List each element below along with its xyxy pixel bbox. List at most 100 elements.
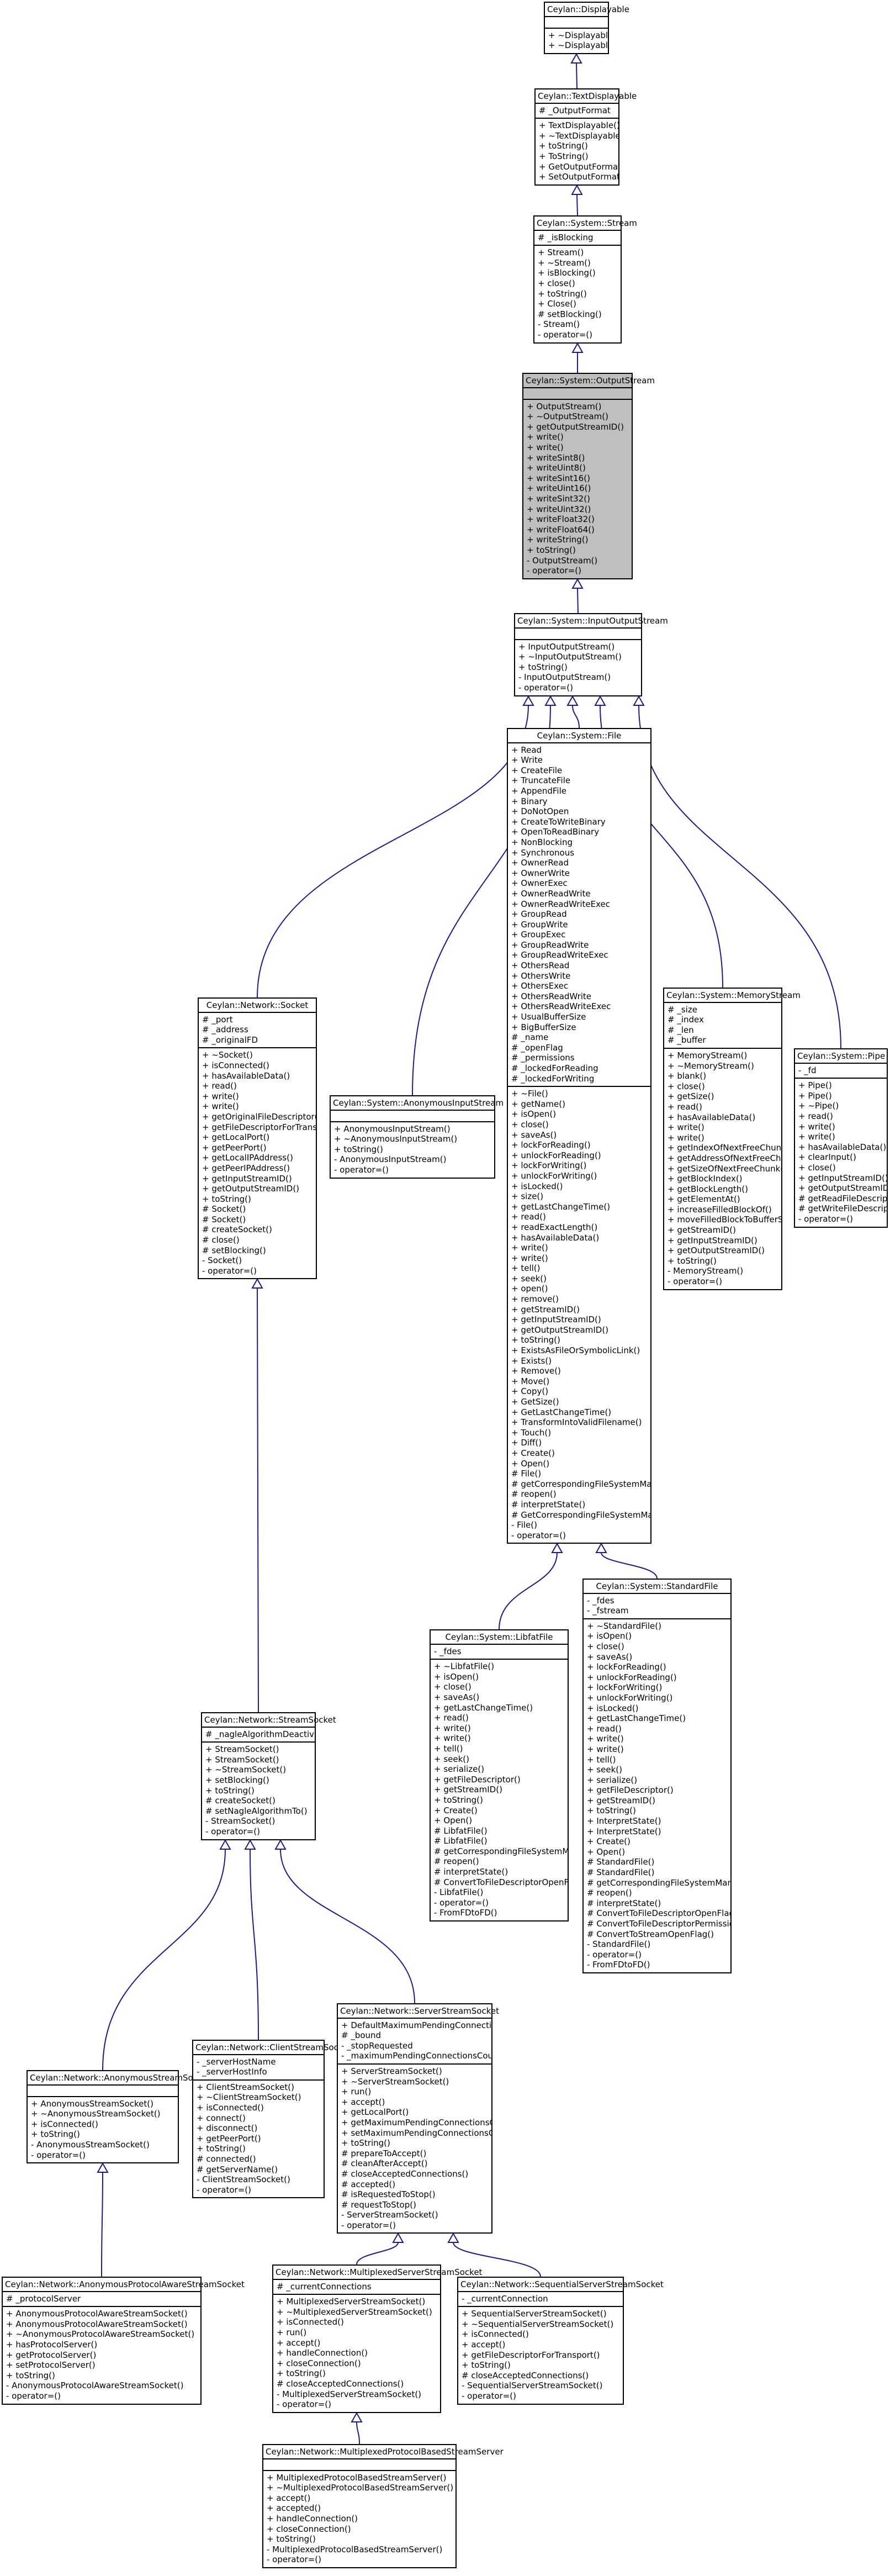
method-row: + isConnected() [202, 1060, 269, 1070]
class-box-stream-socket[interactable]: Ceylan::Network::StreamSocket# _nagleAlg… [201, 1712, 336, 1840]
method-row: + AnonymousInputStream() [334, 1123, 451, 1134]
class-box-stream[interactable]: Ceylan::System::Stream# _isBlocking+ Str… [533, 215, 637, 344]
methods-section: + ~StandardFile()+ isOpen()+ close()+ sa… [584, 1619, 730, 1972]
attributes-section: # _nagleAlgorithmDeactivated [202, 1728, 315, 1743]
method-row: + OutputStream() [527, 401, 602, 411]
method-row: + unlockForWriting() [587, 1692, 673, 1703]
method-row: + clearInput() [798, 1152, 856, 1163]
attribute-row: + CreateFile [511, 765, 563, 775]
attributes-section [523, 388, 632, 400]
method-row: + getLastChangeTime() [434, 1702, 533, 1713]
class-box-libfat-file[interactable]: Ceylan::System::LibfatFile- _fdes+ ~Libf… [430, 1629, 569, 1922]
method-row: + Touch() [511, 1427, 552, 1438]
methods-section: + AnonymousInputStream()+ ~AnonymousInpu… [331, 1122, 494, 1178]
method-row: - SequentialServerStreamSocket() [462, 2380, 603, 2391]
method-row: - operator=() [267, 2554, 321, 2565]
method-row: # closeAcceptedConnections() [341, 2168, 469, 2179]
method-row: # reopen() [587, 1888, 632, 1898]
class-box-text-displayable[interactable]: Ceylan::TextDisplayable# _OutputFormat+ … [534, 88, 637, 186]
method-row: + getStreamID() [668, 1225, 736, 1236]
method-row: + ServerStreamSocket() [341, 2066, 442, 2076]
method-row: + ~Displayable() [548, 30, 608, 40]
inheritance-arrowhead [97, 2162, 109, 2173]
class-box-output-stream[interactable]: Ceylan::System::OutputStream+ OutputStre… [522, 373, 655, 579]
class-box-memory-stream[interactable]: Ceylan::System::MemoryStream# _size# _in… [663, 988, 801, 1290]
method-row: + ~AnonymousInputStream() [334, 1134, 458, 1144]
method-row: + TransformIntoValidFilename() [511, 1417, 642, 1428]
class-box-multiplexed-server-stream-socket[interactable]: Ceylan::Network::MultiplexedServerStream… [272, 2264, 482, 2413]
method-row: + writeUint8() [527, 463, 586, 473]
method-row: + toString() [539, 141, 588, 151]
inheritance-arrowhead [594, 695, 606, 706]
method-row: + getPeerPort() [197, 2133, 261, 2144]
method-row: - Stream() [538, 319, 580, 330]
methods-section: + SequentialServerStreamSocket()+ ~Seque… [458, 2307, 623, 2403]
attribute-row: + BigBufferSize [511, 1022, 576, 1032]
attribute-row: + OthersRead [511, 960, 570, 971]
attribute-row: + DefaultMaximumPendingConnectionsCount [341, 2020, 491, 2030]
class-title: Ceylan::Network::AnonymousProtocolAwareS… [3, 2278, 245, 2292]
method-row: + ~ClientStreamSocket() [197, 2092, 301, 2103]
method-row: - operator=() [341, 2220, 396, 2230]
method-row: + ~Pipe() [798, 1101, 839, 1111]
method-row: # getCorrespondingFileSystemManager() [434, 1846, 568, 1856]
class-title: Ceylan::Network::Socket [199, 999, 316, 1013]
method-row: + toString() [197, 2144, 246, 2154]
method-row: + isOpen() [434, 1671, 479, 1682]
method-row: + getLocalPort() [202, 1132, 270, 1143]
method-row: + hasAvailableData() [798, 1142, 887, 1152]
class-box-anonymous-input-stream[interactable]: Ceylan::System::AnonymousInputStream+ An… [330, 1095, 504, 1179]
method-row: + write() [202, 1101, 239, 1112]
attributes-section: # _size# _index# _len# _buffer [664, 1003, 781, 1049]
class-box-multiplexed-protocol-based-stream-server[interactable]: Ceylan::Network::MultiplexedProtocolBase… [262, 2444, 504, 2568]
method-row: + getOutputStreamID() [668, 1245, 765, 1256]
method-row: # interpretState() [587, 1898, 661, 1908]
method-row: + seek() [511, 1273, 547, 1284]
methods-section: + TextDisplayable()+ ~TextDisplayable()+… [536, 119, 618, 184]
class-box-server-stream-socket[interactable]: Ceylan::Network::ServerStreamSocket+ Def… [337, 2003, 499, 2234]
class-box-input-output-stream[interactable]: Ceylan::System::InputOutputStream+ Input… [514, 613, 668, 696]
attributes-section: + Read+ Write+ CreateFile+ TruncateFile+… [508, 743, 650, 1088]
method-row: + StreamSocket() [205, 1754, 279, 1765]
attributes-section: - _currentConnection [458, 2292, 623, 2308]
method-row: + write() [668, 1122, 704, 1133]
method-row: # createSocket() [202, 1224, 272, 1235]
method-row: + moveFilledBlockToBufferStart() [668, 1215, 781, 1225]
attribute-row: - _fd [798, 1065, 817, 1075]
method-row: + ~AnonymousStreamSocket() [31, 2109, 161, 2119]
class-title: Ceylan::System::Pipe [795, 1049, 887, 1064]
method-row: + getOutputStreamID() [511, 1324, 609, 1335]
attribute-row: # _size [668, 1004, 697, 1015]
class-box-anonymous-stream-socket[interactable]: Ceylan::Network::AnonymousStreamSocket+ … [27, 2070, 210, 2164]
method-row: + accepted() [267, 2503, 321, 2514]
method-row: + getOutputStreamID() [798, 1183, 887, 1194]
inheritance-arrowhead [392, 2232, 404, 2243]
class-box-socket[interactable]: Ceylan::Network::Socket# _port# _address… [198, 997, 317, 1280]
method-row: + unlockForReading() [587, 1672, 677, 1682]
method-row: + toString() [668, 1255, 717, 1266]
method-row: + connect() [197, 2113, 246, 2123]
inheritance-edge [102, 1849, 226, 2071]
method-row: + write() [587, 1734, 624, 1744]
class-box-standard-file[interactable]: Ceylan::System::StandardFile- _fdes- _fs… [582, 1579, 732, 1973]
method-row: # File() [511, 1469, 542, 1479]
attribute-row: - _stopRequested [341, 2040, 413, 2051]
method-row: + read() [668, 1101, 702, 1112]
class-box-pipe[interactable]: Ceylan::System::Pipe- _fd+ Pipe()+ Pipe(… [794, 1048, 888, 1228]
method-row: + getInputStreamID() [668, 1235, 757, 1245]
method-row: + disconnect() [197, 2123, 258, 2134]
attribute-row: + GroupReadWrite [511, 939, 589, 950]
class-box-file[interactable]: Ceylan::System::File+ Read+ Write+ Creat… [507, 728, 651, 1544]
attribute-row: + TruncateFile [511, 775, 571, 786]
method-row: + getLastChangeTime() [587, 1713, 686, 1724]
method-row: + toString() [538, 288, 587, 299]
class-box-sequential-server-stream-socket[interactable]: Ceylan::Network::SequentialServerStreamS… [457, 2277, 664, 2405]
method-row: + remove() [511, 1294, 559, 1305]
method-row: + read() [202, 1081, 237, 1091]
class-box-displayable[interactable]: Ceylan::Displayable+ ~Displayable()+ ~Di… [544, 2, 629, 54]
class-title: Ceylan::Network::StreamSocket [202, 1713, 336, 1728]
method-row: + toString() [587, 1806, 636, 1816]
method-row: + accept() [462, 2339, 506, 2350]
class-box-client-stream-socket[interactable]: Ceylan::Network::ClientStreamSocket- _se… [192, 2040, 351, 2199]
class-box-anonymous-protocol-aware-stream-socket[interactable]: Ceylan::Network::AnonymousProtocolAwareS… [2, 2277, 245, 2405]
